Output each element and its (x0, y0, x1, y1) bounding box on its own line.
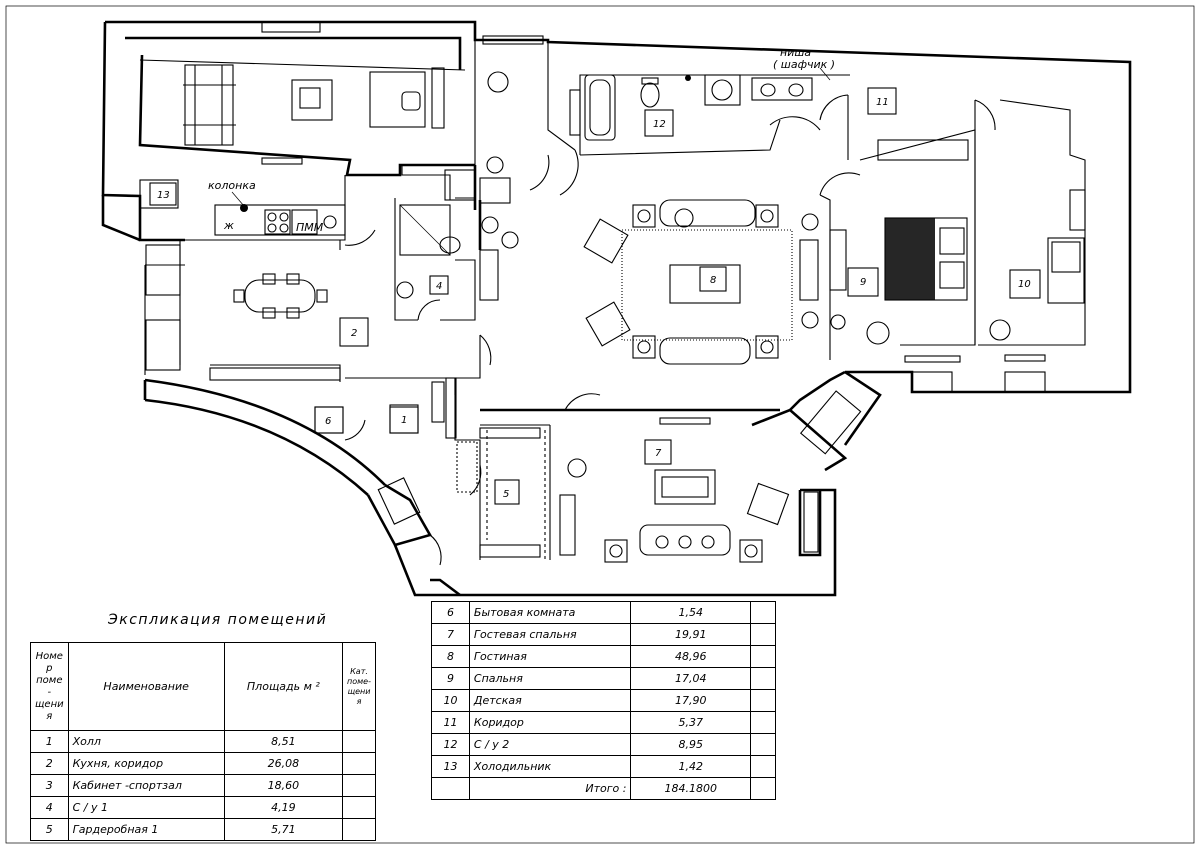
room-number-10: 10 (1018, 279, 1031, 290)
room-number-5: 5 (503, 489, 509, 500)
label-kolonka: колонка (208, 179, 256, 192)
room-number-1: 1 (401, 415, 407, 426)
gym-furniture (183, 64, 445, 165)
living-room-furniture (481, 71, 819, 365)
header-category: Кат. поме- щени я (342, 642, 376, 731)
label-nisha: ниша (780, 46, 811, 59)
room-number-11: 11 (876, 97, 889, 108)
bedroom-furniture (829, 139, 969, 363)
header-name: Наименование (67, 642, 225, 731)
interior-walls (139, 40, 1086, 560)
label-pmm: ПММ (296, 221, 324, 234)
room-number-9: 9 (860, 277, 866, 288)
room-number-7: 7 (655, 448, 662, 459)
guest-bedroom-furniture (559, 417, 790, 563)
room-number-2: 2 (351, 328, 357, 339)
total-row: Итого :184.1800 (431, 777, 776, 800)
windows (145, 21, 1046, 553)
kitchen-furniture (139, 177, 511, 319)
room-label-boxes (149, 87, 1041, 505)
explication-title: Экспликация помещений (108, 612, 328, 628)
total-value: 184.1800 (630, 777, 752, 800)
bathroom-12-furniture (584, 74, 813, 141)
room-number-4: 4 (436, 281, 442, 292)
label-nisha-shkafchik: ( шафчик ) (773, 58, 835, 71)
header-number: Номе р поме - щени я (30, 642, 69, 731)
room-number-13: 13 (157, 190, 170, 201)
explication-table-left: Номе р поме - щени я Наименование Площад… (30, 642, 376, 841)
doors (344, 94, 996, 566)
room-number-8: 8 (710, 275, 716, 286)
wardrobe-furniture (314, 381, 546, 560)
sheet-frame (5, 5, 1195, 844)
room-numbers: 1 2 4 5 6 7 8 9 10 11 12 13 (157, 97, 1031, 500)
header-area: Площадь м ² (223, 642, 344, 731)
nursery-furniture (989, 189, 1086, 362)
room-number-6: 6 (325, 416, 331, 427)
outer-walls (101, 20, 1132, 597)
room-number-12: 12 (653, 119, 666, 130)
label-zh: ж (223, 219, 234, 232)
total-label: Итого : (468, 777, 632, 800)
